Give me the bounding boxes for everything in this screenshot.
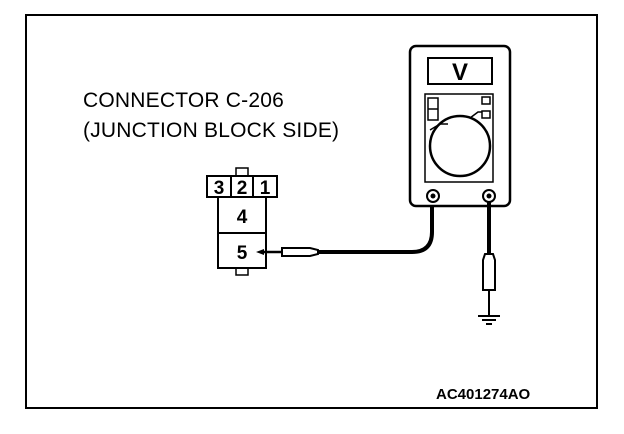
ground-lead (482, 202, 496, 316)
meter-display-text: V (452, 59, 468, 86)
figure-code: AC401274AO (436, 386, 531, 403)
connector-side-label: (JUNCTION BLOCK SIDE) (83, 119, 340, 142)
ground-symbol (478, 315, 500, 325)
diagram-frame (25, 14, 598, 409)
connector-c206: 3 2 1 4 5 (206, 167, 278, 276)
range-dial (428, 114, 492, 178)
pin-1-label: 1 (260, 178, 271, 199)
test-probe (256, 247, 319, 257)
probe-lead-wire (318, 198, 434, 254)
pin-3-label: 3 (214, 178, 225, 199)
voltmeter: V (408, 44, 512, 208)
pin-5-label: 5 (237, 243, 248, 264)
pin-2-label: 2 (237, 178, 248, 199)
connector-label: CONNECTOR C-206 (83, 89, 284, 112)
pin-4-label: 4 (237, 207, 248, 228)
